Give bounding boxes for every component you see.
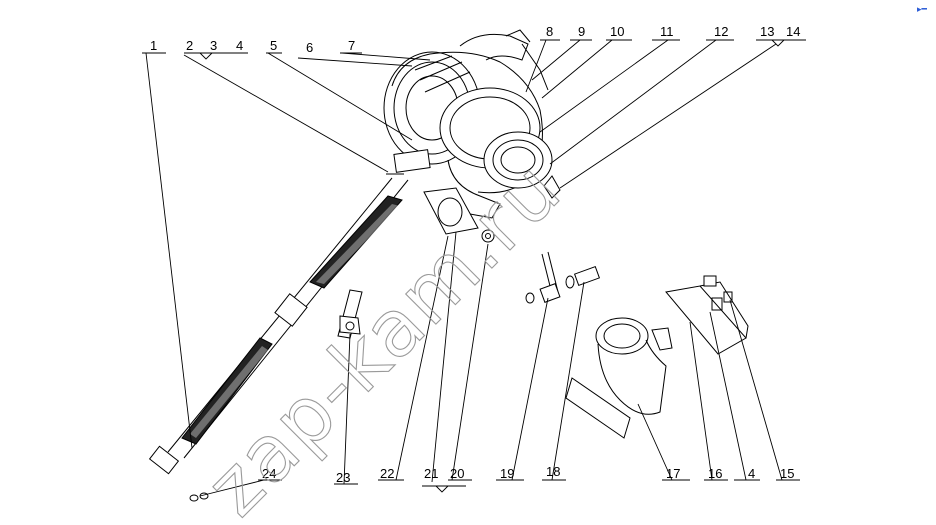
corner-mark: ▸━ [917, 5, 928, 15]
callout-19: 19 [500, 466, 514, 481]
callout-10: 10 [610, 24, 624, 39]
bolt-washers [525, 251, 601, 304]
callout-11: 11 [660, 24, 674, 39]
callout-18: 18 [546, 464, 560, 479]
callout-7: 7 [348, 38, 355, 53]
callout-22: 22 [380, 466, 394, 481]
callout-1: 1 [150, 38, 157, 53]
flex-pipe [148, 149, 431, 475]
braided-section-upper [309, 195, 403, 289]
clamp-24 [189, 492, 209, 502]
callout-13: 13 [760, 24, 774, 39]
callout-2: 2 [186, 38, 193, 53]
callout-17: 17 [666, 466, 680, 481]
callout-4-lower: 4 [748, 466, 755, 481]
callout-15: 15 [780, 466, 794, 481]
heat-shield [665, 275, 749, 355]
callout-3: 3 [210, 38, 217, 53]
callout-12: 12 [714, 24, 728, 39]
turbocharger [383, 29, 561, 219]
callout-8: 8 [546, 24, 553, 39]
elbow-pipe [565, 317, 673, 439]
callout-16: 16 [708, 466, 722, 481]
callout-23: 23 [336, 470, 350, 485]
callout-6: 6 [306, 40, 313, 55]
callout-9: 9 [578, 24, 585, 39]
gasket [423, 187, 479, 235]
callout-4: 4 [236, 38, 243, 53]
callout-24: 24 [262, 466, 276, 481]
callout-14: 14 [786, 24, 800, 39]
leader-lines [142, 39, 806, 497]
callout-labels: 1 2 3 4 5 6 7 8 9 10 11 12 13 14 15 16 4… [150, 24, 800, 485]
callout-21: 21 [424, 466, 438, 481]
callout-5: 5 [270, 38, 277, 53]
braided-section-lower [181, 337, 273, 445]
callout-20: 20 [450, 466, 464, 481]
nut [481, 229, 495, 243]
